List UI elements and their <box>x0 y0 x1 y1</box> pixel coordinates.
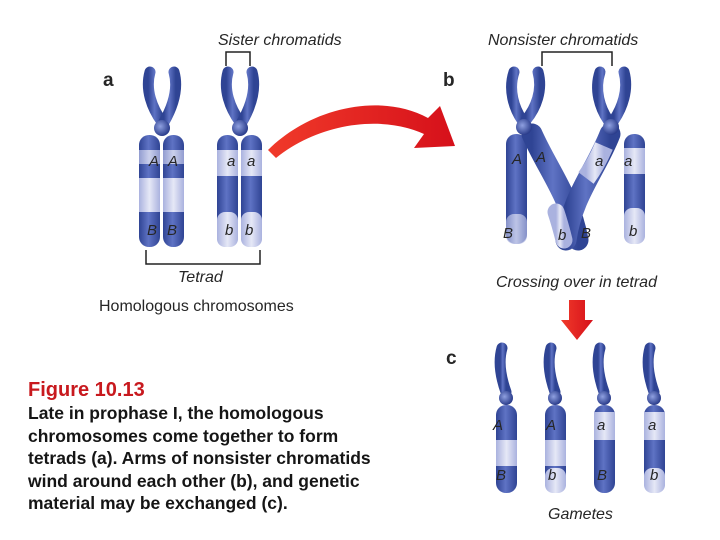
caption-body: Late in prophase I, the homologous chrom… <box>28 403 371 513</box>
gametes-label: Gametes <box>548 506 613 523</box>
allele-c-bottom-2: b <box>548 467 556 484</box>
chromosome-right-homolog <box>217 66 262 247</box>
homologous-chromosomes-label: Homologous chromosomes <box>99 298 294 315</box>
panel-b-label: b <box>443 70 455 91</box>
gamete-1 <box>494 342 517 493</box>
allele-b-b1: b <box>558 227 566 244</box>
chromosome-left-homolog <box>139 66 184 247</box>
panel-c-label: c <box>446 348 457 369</box>
allele-c-top-3: a <box>597 417 605 434</box>
allele-a-A2: A <box>167 153 178 170</box>
allele-c-bottom-3: B <box>597 467 607 484</box>
sister-chromatids-bracket <box>225 51 251 66</box>
nonsister-chromatids-bracket <box>541 51 613 66</box>
allele-b-b2: b <box>629 223 637 240</box>
allele-b-B1: B <box>503 225 513 242</box>
allele-b-a1: a <box>595 153 603 170</box>
gamete-4 <box>642 342 665 493</box>
allele-a-b2: b <box>245 222 253 239</box>
allele-b-A1: A <box>511 151 522 168</box>
allele-c-bottom-1: B <box>496 467 506 484</box>
allele-c-top-1: A <box>492 417 503 434</box>
allele-a-a2: a <box>247 153 255 170</box>
allele-b-a2: a <box>624 153 632 170</box>
sister-chromatids-label: Sister chromatids <box>218 32 342 49</box>
tetrad-bracket <box>145 250 261 265</box>
allele-b-B2: B <box>581 225 591 242</box>
allele-c-top-2: A <box>545 417 556 434</box>
gamete-3 <box>592 342 615 493</box>
allele-a-b1: b <box>225 222 233 239</box>
crossing-over-tetrad <box>506 66 645 251</box>
allele-b-A2: A <box>535 149 546 166</box>
red-down-arrow <box>561 300 593 340</box>
crossing-over-label: Crossing over in tetrad <box>496 274 658 291</box>
allele-a-a1: a <box>227 153 235 170</box>
caption-title: Figure 10.13 <box>28 379 145 401</box>
tetrad-label: Tetrad <box>178 269 224 286</box>
red-curved-arrow <box>268 105 455 158</box>
allele-c-bottom-4: b <box>650 467 658 484</box>
allele-c-top-4: a <box>648 417 656 434</box>
allele-a-B2: B <box>167 222 177 239</box>
gamete-2 <box>543 342 566 493</box>
figure-caption: Figure 10.13 Late in prophase I, the hom… <box>28 378 373 515</box>
nonsister-chromatids-label: Nonsister chromatids <box>488 32 638 49</box>
allele-a-A1: A <box>148 153 159 170</box>
allele-a-B1: B <box>147 222 157 239</box>
panel-a-label: a <box>103 70 114 91</box>
